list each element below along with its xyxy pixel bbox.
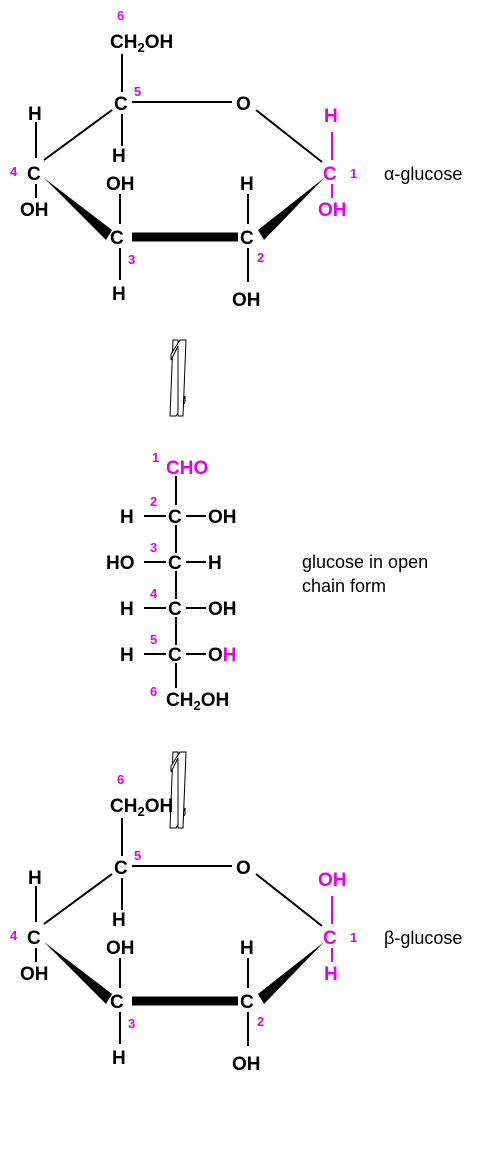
- open-chain-caption-line2: chain form: [302, 576, 386, 596]
- hydrogen-c2: H: [240, 174, 254, 195]
- carbon-number-1: 1: [152, 450, 159, 465]
- bond-o-c1: [255, 109, 323, 163]
- aldehyde-group: CHO: [166, 458, 208, 479]
- bond-c5-c4: [43, 109, 113, 161]
- arrow-up: [170, 751, 187, 829]
- r3-carbon: C: [168, 553, 182, 574]
- carbon-number-6: 6: [117, 8, 124, 23]
- r2-carbon: C: [168, 507, 182, 528]
- hydroxyl-c3: OH: [106, 938, 135, 959]
- hydrogen-c5: H: [112, 146, 126, 167]
- equilibrium-arrow-2: [169, 751, 187, 829]
- carbon-number-3: 3: [150, 540, 157, 555]
- wedge-c1-c2: [258, 178, 324, 240]
- bond-c5-c4: [43, 873, 113, 925]
- bond-o-c1: [255, 873, 323, 927]
- hydrogen-c5: H: [112, 910, 126, 931]
- carbon-5: C: [114, 858, 128, 879]
- carbon-number-5: 5: [134, 848, 141, 863]
- carbon-number-2: 2: [257, 1014, 264, 1029]
- carbon-number-1: 1: [350, 930, 357, 945]
- r4-left-h: H: [120, 599, 134, 620]
- hydrogen-c2: H: [240, 938, 254, 959]
- hydroxyl-c4: OH: [20, 200, 49, 221]
- hydroxyl-c1: OH: [318, 200, 347, 221]
- carbon-number-1: 1: [350, 166, 357, 181]
- carbon-5: C: [114, 94, 128, 115]
- carbon-number-6: 6: [117, 772, 124, 787]
- ring-oxygen: O: [236, 94, 251, 115]
- hydrogen-c4: H: [28, 868, 42, 889]
- carbon-number-3: 3: [128, 252, 135, 267]
- ch2oh-group: CH2OH: [166, 690, 229, 713]
- hydroxyl-c2: OH: [232, 1054, 261, 1075]
- ring-oxygen: O: [236, 858, 251, 879]
- r5-right-oh: OH: [208, 645, 237, 666]
- r2-right-oh: OH: [208, 507, 237, 528]
- hydrogen-c3: H: [112, 284, 126, 305]
- r3-right-h: H: [208, 553, 222, 574]
- carbon-2: C: [240, 228, 254, 249]
- r2-left-h: H: [120, 507, 134, 528]
- arrow-up: [170, 339, 187, 417]
- ch2oh-group: CH2OH: [110, 32, 173, 55]
- equilibrium-arrow-1: [169, 339, 187, 417]
- carbon-number-2: 2: [150, 494, 157, 509]
- carbon-3: C: [110, 992, 124, 1013]
- carbon-4: C: [27, 928, 41, 949]
- r5-left-h: H: [120, 645, 134, 666]
- carbon-number-6: 6: [150, 684, 157, 699]
- r4-right-oh: OH: [208, 599, 237, 620]
- wedge-c4-c3: [44, 178, 112, 240]
- carbon-number-2: 2: [257, 250, 264, 265]
- carbon-3: C: [110, 228, 124, 249]
- hydrogen-c4: H: [28, 104, 42, 125]
- hydroxyl-c3: OH: [106, 174, 135, 195]
- carbon-1: C: [323, 164, 337, 185]
- open-chain-caption-line1: glucose in open: [302, 552, 428, 572]
- ch2oh-group: CH2OH: [110, 796, 173, 819]
- hydrogen-c3: H: [112, 1048, 126, 1069]
- alpha-glucose-caption: α-glucose: [384, 164, 462, 184]
- hydroxyl-c1: OH: [318, 870, 347, 891]
- carbon-number-4: 4: [10, 164, 18, 179]
- hydroxyl-c2: OH: [232, 290, 261, 311]
- hydroxyl-c4: OH: [20, 964, 49, 985]
- hydrogen-c1: H: [324, 106, 338, 127]
- r3-left-ho: HO: [106, 553, 135, 574]
- hydrogen-c1: H: [324, 964, 338, 985]
- carbon-number-5: 5: [150, 632, 157, 647]
- beta-glucose-caption: β-glucose: [384, 928, 462, 948]
- carbon-4: C: [27, 164, 41, 185]
- alpha-glucose: 6 CH2OH C 5 O H H C 4 OH OH C 3 H H C 2 …: [10, 8, 462, 311]
- carbon-number-4: 4: [10, 928, 18, 943]
- carbon-number-5: 5: [134, 84, 141, 99]
- carbon-1: C: [323, 928, 337, 949]
- carbon-number-3: 3: [128, 1016, 135, 1031]
- carbon-2: C: [240, 992, 254, 1013]
- r4-carbon: C: [168, 599, 182, 620]
- beta-glucose: 6 CH2OH C 5 O H H C 4 OH OH C 3 H H C 2 …: [10, 772, 462, 1075]
- wedge-c1-c2: [258, 942, 324, 1004]
- wedge-c4-c3: [44, 942, 112, 1004]
- open-chain-glucose: 1 CHO 2 H C OH 3 HO C H 4 H C OH 5 H C O…: [106, 450, 428, 713]
- carbon-number-4: 4: [150, 586, 158, 601]
- r5-carbon: C: [168, 645, 182, 666]
